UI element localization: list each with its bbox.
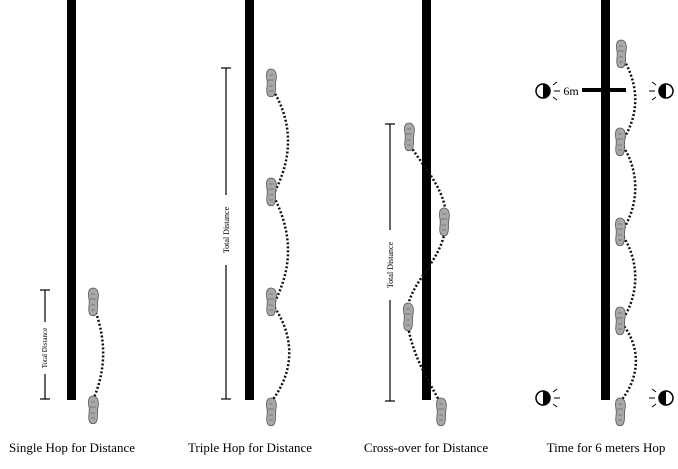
footprint-icon bbox=[439, 207, 450, 237]
timing-light-icon bbox=[535, 388, 560, 408]
footprint-icon bbox=[88, 395, 99, 425]
hop-path bbox=[91, 309, 105, 401]
total-distance-label: Total Distance bbox=[222, 206, 231, 253]
footprint-icon bbox=[615, 217, 626, 247]
footprint-icon bbox=[404, 122, 415, 152]
total-distance-bracket: Total Distance bbox=[384, 123, 396, 402]
hop-path bbox=[270, 89, 291, 403]
total-distance-bracket: Total Distance bbox=[220, 67, 232, 400]
total-distance-label: Total Distance bbox=[41, 328, 49, 369]
caption-cross-over: Cross-over for Distance bbox=[363, 440, 489, 455]
panel-single-hop: Total Distance bbox=[40, 0, 105, 425]
timing-light-icon bbox=[649, 388, 674, 408]
caption-triple-hop: Triple Hop for Distance bbox=[187, 440, 313, 455]
footprint-icon bbox=[616, 39, 627, 69]
distance-label: 6m bbox=[563, 84, 579, 98]
panel-timed-6m: 6m bbox=[535, 0, 674, 427]
footprint-icon bbox=[615, 127, 626, 157]
footprint-icon bbox=[403, 302, 414, 332]
caption-timed-6m: Time for 6 meters Hop bbox=[546, 440, 666, 455]
hop-path bbox=[405, 144, 448, 403]
hop-path bbox=[619, 54, 638, 403]
caption-single-hop: Single Hop for Distance bbox=[8, 440, 136, 455]
reference-line bbox=[67, 0, 76, 400]
footprint-icon bbox=[266, 287, 277, 317]
panel-cross-over: Total Distance bbox=[384, 0, 450, 427]
footprint-icon bbox=[88, 287, 99, 317]
distance-marker: 6m bbox=[563, 84, 626, 98]
panel-triple-hop: Total Distance bbox=[220, 0, 291, 427]
reference-line bbox=[422, 0, 431, 400]
reference-line bbox=[601, 0, 610, 400]
footprint-icon bbox=[615, 306, 626, 336]
footprint-icon bbox=[266, 177, 277, 207]
total-distance-bracket: Total Distance bbox=[40, 289, 50, 400]
timing-light-icon bbox=[649, 81, 674, 101]
footprint-icon bbox=[436, 397, 447, 427]
timing-light-icon bbox=[535, 81, 560, 101]
footprint-icon bbox=[266, 68, 277, 98]
total-distance-label: Total Distance bbox=[386, 241, 395, 288]
reference-line bbox=[245, 0, 254, 400]
footprint-icon bbox=[615, 397, 626, 427]
footprint-icon bbox=[266, 397, 277, 427]
